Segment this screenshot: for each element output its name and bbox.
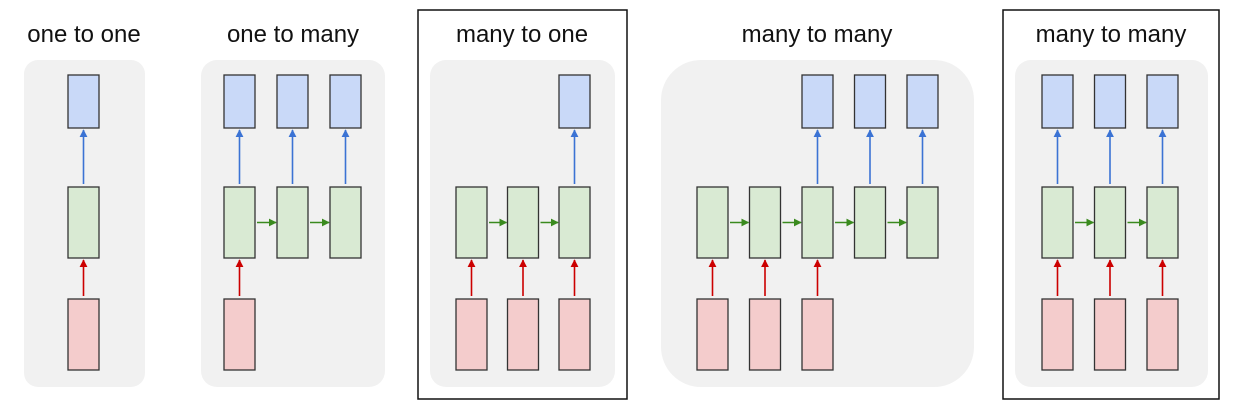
diagram-title: many to many — [1036, 21, 1187, 48]
diagram-nodes — [67, 74, 1179, 371]
hidden-state-box — [276, 186, 309, 259]
output-box — [223, 74, 256, 129]
hidden-state-box — [558, 186, 591, 259]
hidden-state-box — [801, 186, 834, 259]
output-box — [1093, 74, 1127, 129]
input-box — [801, 298, 834, 371]
highlight-frame — [417, 9, 628, 400]
hidden-state-box — [329, 186, 362, 259]
input-box — [1093, 298, 1127, 371]
output-box — [906, 74, 939, 129]
output-box — [558, 74, 591, 129]
diagram-title: one to one — [27, 21, 140, 48]
hidden-state-box — [1146, 186, 1179, 259]
hidden-state-box — [1093, 186, 1127, 259]
output-box — [67, 74, 100, 129]
hidden-state-box — [906, 186, 939, 259]
output-box — [801, 74, 834, 129]
hidden-state-box — [1041, 186, 1074, 259]
input-box — [696, 298, 729, 371]
hidden-state-box — [696, 186, 729, 259]
input-box — [1146, 298, 1179, 371]
hidden-state-box — [67, 186, 100, 259]
input-box — [748, 298, 782, 371]
output-box — [1146, 74, 1179, 129]
hidden-state-box — [455, 186, 488, 259]
input-box — [455, 298, 488, 371]
input-box — [1041, 298, 1074, 371]
hidden-state-box — [506, 186, 540, 259]
output-box — [1041, 74, 1074, 129]
diagram-title: many to many — [742, 21, 893, 48]
output-box — [853, 74, 887, 129]
input-box — [558, 298, 591, 371]
hidden-state-box — [853, 186, 887, 259]
diagram-title: many to one — [456, 21, 588, 48]
highlight-frame — [1002, 9, 1220, 400]
output-box — [276, 74, 309, 129]
diagram-title: one to many — [227, 21, 359, 48]
input-box — [506, 298, 540, 371]
input-box — [67, 298, 100, 371]
hidden-state-box — [223, 186, 256, 259]
output-box — [329, 74, 362, 129]
hidden-state-box — [748, 186, 782, 259]
input-box — [223, 298, 256, 371]
